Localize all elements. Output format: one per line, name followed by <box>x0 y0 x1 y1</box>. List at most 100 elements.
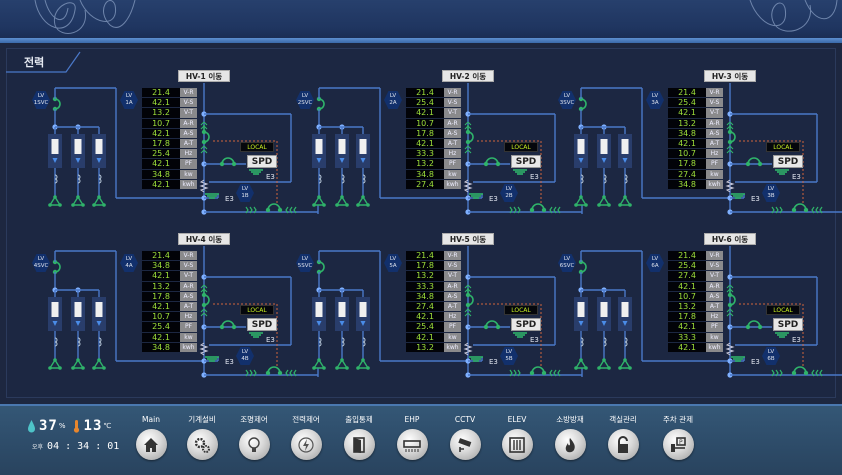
meter-value-a-t: 27.4 <box>406 301 444 313</box>
spd-button[interactable]: SPD <box>773 318 803 331</box>
nav-item-elevator[interactable]: ELEV <box>491 414 543 460</box>
nav-item-lock[interactable]: 객실관리 <box>597 414 649 460</box>
hv-incoming-label[interactable]: HV-6 이동 <box>704 233 756 245</box>
arrow-down-icon <box>316 158 322 163</box>
nav-item-lightbulb[interactable]: 조명제어 <box>228 414 280 460</box>
hv-incoming-label[interactable]: HV-5 이동 <box>442 233 494 245</box>
load-node <box>81 203 85 207</box>
hv-incoming-label[interactable]: HV-4 이동 <box>178 233 230 245</box>
nav-button[interactable] <box>501 429 533 460</box>
disconnect-chevron <box>289 206 293 214</box>
nav-button[interactable] <box>343 429 375 460</box>
power-icon <box>298 436 314 453</box>
meter-value-hz: 42.1 <box>406 312 444 323</box>
meter-label: A-R <box>444 281 461 292</box>
meter-value-kw: 33.3 <box>668 332 706 343</box>
spd-button[interactable]: SPD <box>511 155 541 168</box>
nav-item-air-conditioner[interactable]: EHP <box>386 414 438 460</box>
breaker-contact <box>745 324 751 330</box>
nav-button[interactable] <box>607 429 639 460</box>
load-node <box>623 195 627 199</box>
load-node <box>312 203 316 207</box>
lv-badge-line2: 3SVC <box>559 100 575 106</box>
nav-button[interactable] <box>186 429 218 460</box>
hv-incoming-label[interactable]: HV-3 이동 <box>704 70 756 82</box>
nav-button[interactable] <box>290 429 322 460</box>
nav-button[interactable] <box>396 429 428 460</box>
lv-badge-line2: 2A <box>389 100 397 106</box>
load-triangle-icon <box>48 358 62 369</box>
meter-value-a-t: 42.1 <box>406 138 444 150</box>
meter-value-a-r: 13.2 <box>668 118 706 129</box>
nav-item-door[interactable]: 출입통제 <box>333 414 385 460</box>
disconnect-chevron <box>557 369 561 377</box>
breaker-contact <box>757 324 763 330</box>
load-node <box>618 366 622 370</box>
meter-value-v-r: 21.4 <box>142 251 180 262</box>
spd-button[interactable]: SPD <box>511 318 541 331</box>
ground-label: E3 <box>489 358 498 366</box>
nav-item-parking[interactable]: 주차 관제 P <box>652 414 704 460</box>
lv-badge-line1: LV <box>767 349 775 355</box>
hv-incoming-label[interactable]: HV-1 이동 <box>178 70 230 82</box>
spd-button[interactable]: SPD <box>773 155 803 168</box>
air-conditioner-icon <box>403 439 421 452</box>
load-node <box>58 366 62 370</box>
spd-button[interactable]: SPD <box>247 318 277 331</box>
load-triangle-icon <box>597 195 611 206</box>
load-node <box>97 195 101 199</box>
load-node <box>53 358 57 362</box>
reactor-icon <box>463 342 473 356</box>
load-node <box>366 366 370 370</box>
load-node <box>356 366 360 370</box>
nav-item-power[interactable]: 전력제어 <box>280 414 332 460</box>
load-triangle-icon <box>356 358 370 369</box>
nav-item-cctv[interactable]: CCTV <box>439 414 491 460</box>
hv-incoming-label[interactable]: HV-2 이동 <box>442 70 494 82</box>
meter-value-kwh: 27.4 <box>406 179 444 190</box>
meter-value-v-t: 13.2 <box>406 271 444 282</box>
nav-item-home[interactable]: Main <box>125 414 177 460</box>
spd-button[interactable]: SPD <box>247 155 277 168</box>
load-node <box>628 366 632 370</box>
nav-button[interactable] <box>449 429 481 460</box>
nav-item-gears[interactable]: 기계설비 <box>176 414 228 460</box>
nav-button[interactable] <box>238 429 270 460</box>
nav-button[interactable] <box>554 429 586 460</box>
meter-value-kwh: 34.8 <box>668 179 706 190</box>
load-triangle-icon <box>597 358 611 369</box>
breaker-contact <box>727 302 733 308</box>
coil-icon <box>624 174 628 184</box>
nav-button[interactable]: P <box>662 429 694 460</box>
clock-time: 04 : 34 : 01 <box>47 441 120 452</box>
load-triangle-icon <box>618 358 632 369</box>
nav-item-fire[interactable]: 소방방재 <box>544 414 596 460</box>
ground-icon <box>513 169 527 175</box>
nav-button[interactable] <box>135 429 167 460</box>
fuse-icon <box>338 302 346 317</box>
